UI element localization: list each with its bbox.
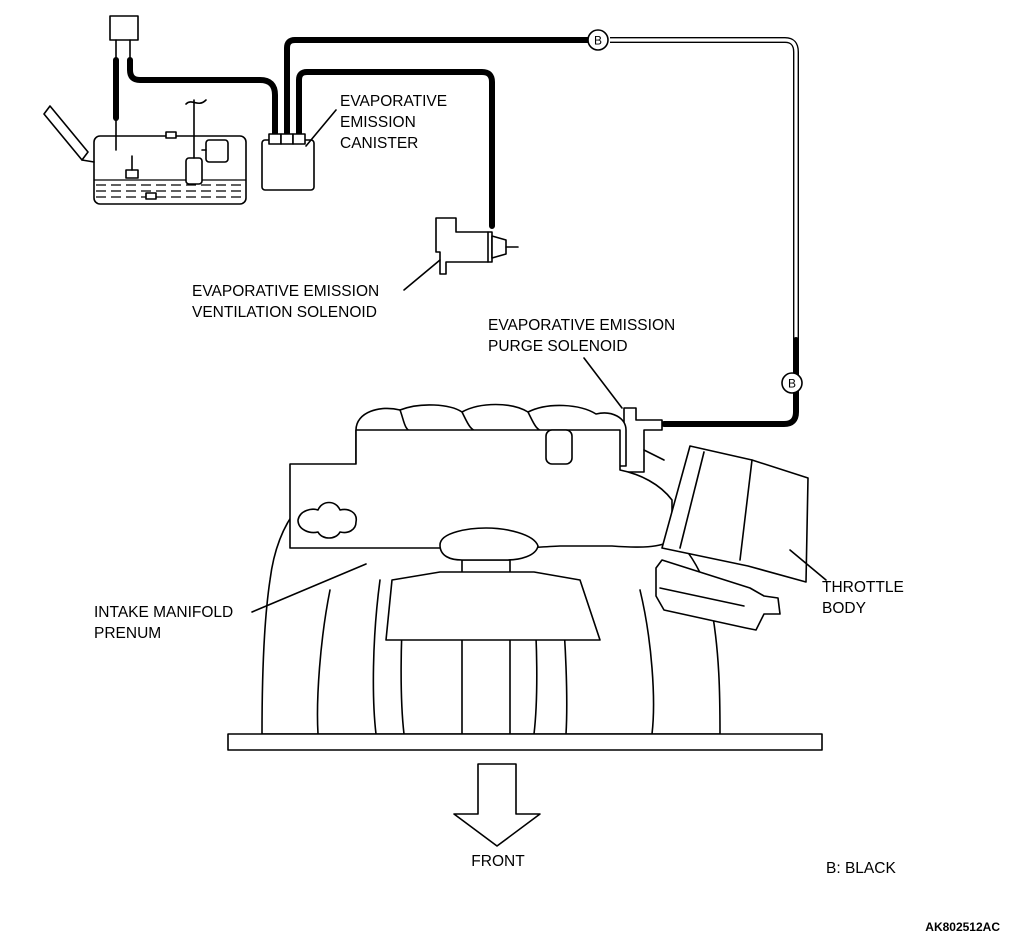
- legend: B: BLACK: [826, 860, 896, 877]
- svg-text:EMISSION: EMISSION: [340, 114, 416, 131]
- svg-text:INTAKE MANIFOLD: INTAKE MANIFOLD: [94, 604, 233, 621]
- hoses: [113, 37, 799, 427]
- svg-text:B: B: [788, 377, 796, 391]
- leader-lines: [251, 109, 827, 613]
- svg-text:EVAPORATIVE EMISSION: EVAPORATIVE EMISSION: [192, 283, 379, 300]
- hose-tag-top: B: [587, 29, 609, 51]
- label-ventilation-solenoid: EVAPORATIVE EMISSION VENTILATION SOLENOI…: [192, 283, 379, 321]
- evaporative-emission-canister: [261, 133, 315, 191]
- vent-valve-connector: [109, 15, 139, 61]
- label-purge-solenoid: EVAPORATIVE EMISSION PURGE SOLENOID: [488, 317, 675, 355]
- label-front: FRONT: [471, 853, 525, 870]
- ventilation-solenoid: [435, 217, 519, 275]
- svg-text:VENTILATION SOLENOID: VENTILATION SOLENOID: [192, 304, 377, 321]
- label-intake-manifold: INTAKE MANIFOLD PRENUM: [94, 604, 233, 642]
- svg-text:PRENUM: PRENUM: [94, 625, 161, 642]
- svg-text:EVAPORATIVE: EVAPORATIVE: [340, 93, 447, 110]
- figure-code: AK802512AC: [925, 920, 1000, 934]
- throttle-body: [655, 445, 809, 631]
- svg-text:B: B: [594, 34, 602, 48]
- label-throttle-body: THROTTLE BODY: [822, 579, 904, 617]
- svg-text:EVAPORATIVE EMISSION: EVAPORATIVE EMISSION: [488, 317, 675, 334]
- fuel-tank: [43, 99, 247, 205]
- svg-text:THROTTLE: THROTTLE: [822, 579, 904, 596]
- svg-text:CANISTER: CANISTER: [340, 135, 418, 152]
- hose-tag-right: B: [781, 372, 803, 394]
- svg-text:BODY: BODY: [822, 600, 866, 617]
- front-arrow: [453, 763, 541, 847]
- svg-text:PURGE SOLENOID: PURGE SOLENOID: [488, 338, 628, 355]
- intake-manifold: [227, 403, 823, 751]
- label-canister: EVAPORATIVE EMISSION CANISTER: [340, 93, 447, 152]
